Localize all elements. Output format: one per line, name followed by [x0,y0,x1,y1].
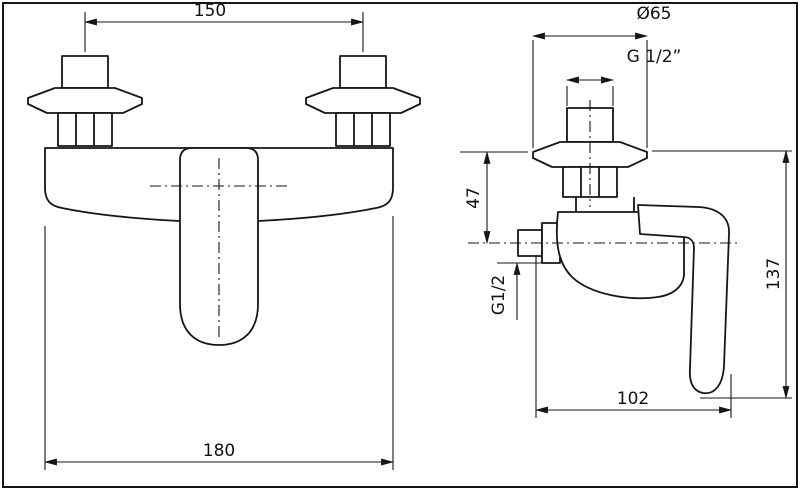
dim-flange-diameter: Ø65 [531,4,672,148]
dim-top-thread: G 1/2” [565,47,682,106]
connector-flange [305,87,421,114]
dim-inlet-thread: G1/2 [489,261,549,320]
dim-depth-label: 102 [617,389,649,409]
side-view: Ø65 G 1/2” [460,4,792,418]
handle-side [637,204,730,395]
connector-flange [532,141,648,168]
dim-depth-102: 102 [534,256,733,418]
dim-flange-label: Ø65 [636,4,671,24]
front-view: 150 180 [27,1,421,470]
connector-hex-nut [335,112,391,147]
dim-inlet-thread-label: G1/2 [489,275,509,316]
dim-width-label: 180 [203,441,235,461]
dim-width-180: 180 [43,216,395,470]
connector-hex-nut [57,112,113,147]
connector-pipe [339,55,387,89]
dim-offset-label: 47 [464,187,484,209]
left-wall-connector [27,55,143,147]
dim-inlet-offset-47: 47 [460,150,528,245]
dim-spacing-label: 150 [194,1,226,21]
dim-top-thread-label: G 1/2” [627,47,682,67]
dim-height-label: 137 [764,258,784,290]
connector-flange [27,87,143,114]
dim-spacing-150: 150 [83,1,365,52]
right-wall-connector [305,55,421,147]
connector-pipe [61,55,109,89]
dim-height-137: 137 [652,149,792,400]
